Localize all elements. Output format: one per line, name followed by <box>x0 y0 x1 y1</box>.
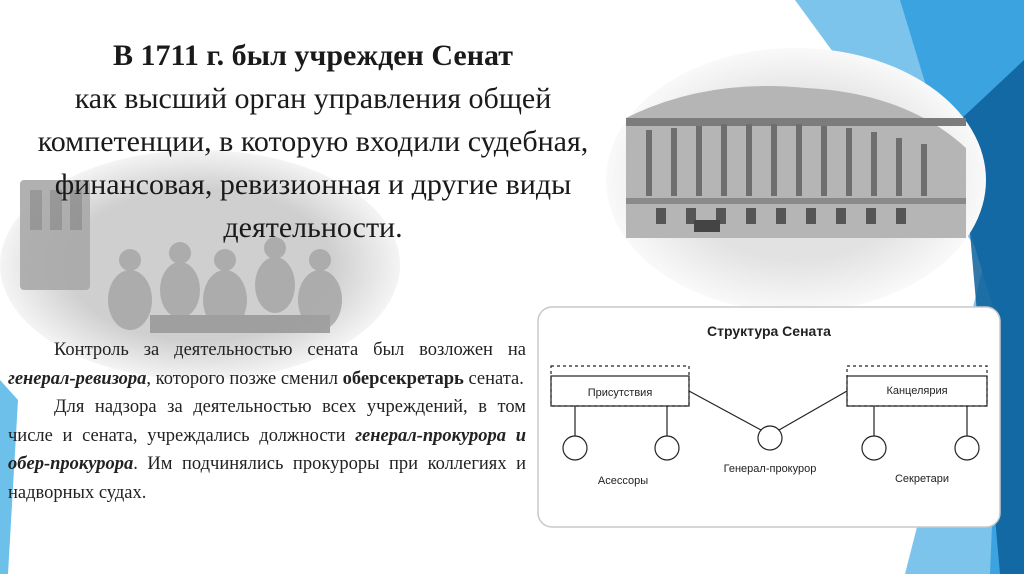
connector-left <box>688 390 762 431</box>
node-assessor-1 <box>562 435 588 461</box>
paragraph-text: сената. <box>463 368 524 389</box>
paragraph-text: . Им подчинялись прокуроры при коллегиях… <box>8 454 526 503</box>
node-assessor-2 <box>654 435 680 461</box>
emphasis-prosecutors: генерал-прокурора и обер-прокурора <box>8 425 526 475</box>
title-description: как высший орган управления общей компет… <box>37 82 589 244</box>
box-left-label: Присутствия <box>588 387 653 399</box>
node-secretary-1 <box>861 435 887 461</box>
diagram-title: Структура Сената <box>707 323 831 339</box>
emphasis-general-revisor: генерал-ревизора <box>8 368 147 389</box>
senate-session-image <box>0 150 400 380</box>
label-secretaries: Секретари <box>895 473 949 485</box>
paragraph-supervision: Для надзора за деятельностью всех учрежд… <box>8 393 526 507</box>
senate-structure-diagram: Структура Сената Присутствия Канцелярия … <box>537 306 1001 528</box>
box-prisutstviya-outer <box>550 365 690 407</box>
node-secretary-2 <box>954 435 980 461</box>
diagram-frame <box>537 306 1001 528</box>
box-right-label: Канцелярия <box>886 385 947 397</box>
body-text: Контроль за деятельностью сената был воз… <box>8 336 526 508</box>
connector-right <box>778 390 848 431</box>
slide-title: В 1711 г. был учрежден Сенат как высший … <box>22 34 604 249</box>
paragraph-text: , которого позже сменил <box>146 368 343 389</box>
paragraph-text: Для надзора за деятельностью всех учрежд… <box>8 397 526 446</box>
deco-left-strip <box>0 380 18 574</box>
title-bold-line: В 1711 г. был учрежден Сенат <box>113 39 513 72</box>
node-general-prosecutor <box>757 425 783 451</box>
emphasis-obersecretary: оберсекретарь <box>342 368 464 389</box>
label-assessors: Асессоры <box>598 475 648 487</box>
paragraph-text: Контроль за деятельностью сената был воз… <box>54 340 526 360</box>
label-general-prosecutor: Генерал-прокурор <box>724 463 817 475</box>
senate-building-image <box>606 48 986 312</box>
paragraph-control: Контроль за деятельностью сената был воз… <box>8 336 526 393</box>
